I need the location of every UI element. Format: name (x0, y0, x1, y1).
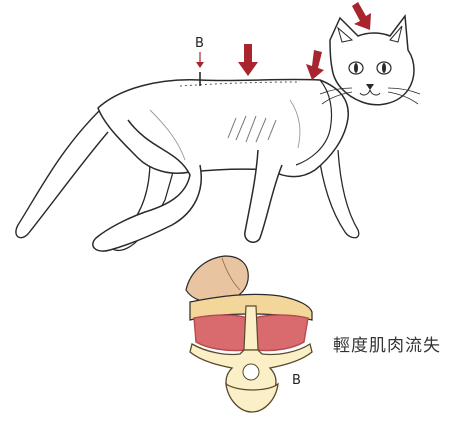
section-spinous-process (244, 306, 258, 350)
section-spinal-canal (243, 364, 259, 380)
section-muscle-left (194, 315, 248, 351)
section-muscle-right (254, 315, 308, 351)
section-b-label: B (292, 373, 301, 388)
condition-caption: 輕度肌肉流失 (333, 331, 441, 356)
